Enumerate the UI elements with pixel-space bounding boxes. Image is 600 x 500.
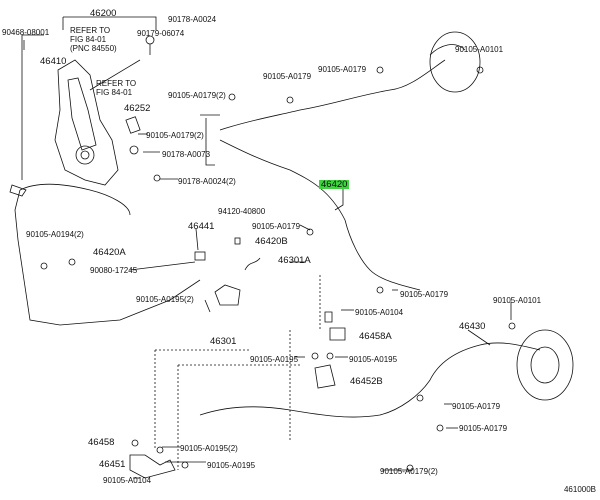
lever-body	[54, 59, 119, 186]
part-callout: 90105-A0101	[455, 45, 504, 54]
part-46441	[194, 251, 206, 261]
part-callout: 46441	[188, 221, 215, 232]
part-callout: 90105-A0179(2)	[146, 131, 204, 140]
cable-46420-upper	[219, 59, 446, 131]
bracket-46452b	[314, 364, 336, 389]
equalizer-46301	[214, 284, 241, 306]
reference-note-line: FIG 84-01	[96, 88, 133, 97]
brake-backing-lower	[516, 329, 574, 401]
bolt	[129, 145, 139, 155]
part-callout: 90178-A0024	[168, 15, 217, 24]
part-callout: 90105-A0195	[207, 461, 256, 470]
part-callout: 46420	[319, 179, 350, 190]
part-callout: 90178-A0073	[162, 150, 211, 159]
part-callout: 90468-08001	[2, 28, 50, 37]
cable-46420	[219, 139, 421, 291]
part-callout: 90105-A0179(2)	[380, 467, 438, 476]
part-callout: 90178-A0024(2)	[178, 177, 236, 186]
part-callout: 46420B	[255, 236, 288, 247]
part-callout: 90105-A0101	[493, 296, 542, 305]
bolt	[153, 174, 161, 182]
lever-inner	[67, 77, 97, 151]
part-callout: 94120-40800	[218, 207, 266, 216]
part-callout: 90105-A0179	[459, 424, 508, 433]
assembly-bracket-line	[63, 16, 157, 30]
part-callout: 46451	[99, 459, 126, 470]
part-callout: 46430	[459, 321, 486, 332]
part-callout: 90105-A0195	[250, 355, 299, 364]
front-cable-lower	[14, 189, 201, 326]
cable-end	[9, 184, 27, 197]
part-callout: 90105-A0179	[452, 402, 501, 411]
part-callout: 46200	[90, 8, 117, 19]
part-callout: 46458	[88, 437, 115, 448]
reference-note-line: REFER TO	[70, 26, 111, 35]
part-callout: 46410	[40, 56, 67, 67]
part-callout: 90105-A0179	[318, 65, 367, 74]
part-callout: 90179-06074	[137, 29, 185, 38]
part-callout: 46458A	[359, 331, 392, 342]
bracket-line	[205, 118, 215, 166]
spring-46301a	[244, 257, 261, 271]
part-callout: 46420A	[93, 247, 126, 258]
part-callout: 90105-A0195(2)	[180, 444, 238, 453]
part-callout: 90105-A0195	[349, 355, 398, 364]
reference-note-line: (PNC 84550)	[70, 44, 117, 53]
front-cable	[19, 183, 131, 216]
equalizer-rod	[129, 261, 196, 271]
bracket-46252	[125, 116, 141, 134]
part-callout: 90105-A0179	[252, 222, 301, 231]
part-callout: 90105-A0194(2)	[26, 230, 84, 239]
part-callout: 46301	[210, 336, 237, 347]
lever-handle	[89, 59, 141, 91]
cable-46430	[199, 342, 541, 418]
part-callout: 90080-17245	[90, 266, 138, 275]
part-callout: 46452B	[350, 376, 383, 387]
bracket-46458a	[329, 327, 346, 341]
part-callout: 90105-A0104	[355, 308, 404, 317]
lever-pivot	[75, 145, 95, 165]
diagram-code: 461000B	[563, 485, 596, 494]
reference-note-line: REFER TO	[96, 79, 137, 88]
part-callout: 90105-A0179	[400, 290, 449, 299]
bracket-46451	[129, 454, 176, 479]
part-callout: 90105-A0179	[263, 72, 312, 81]
part-callout: 90105-A0179(2)	[168, 91, 226, 100]
brake-backing-upper	[429, 31, 481, 93]
reference-note-line: FIG 84-01	[70, 35, 107, 44]
part-callout: 90105-A0195(2)	[136, 295, 194, 304]
part-callout: 90105-A0104	[103, 476, 152, 485]
part-callout: 46252	[124, 103, 151, 114]
part-callout: 46301A	[278, 255, 311, 266]
